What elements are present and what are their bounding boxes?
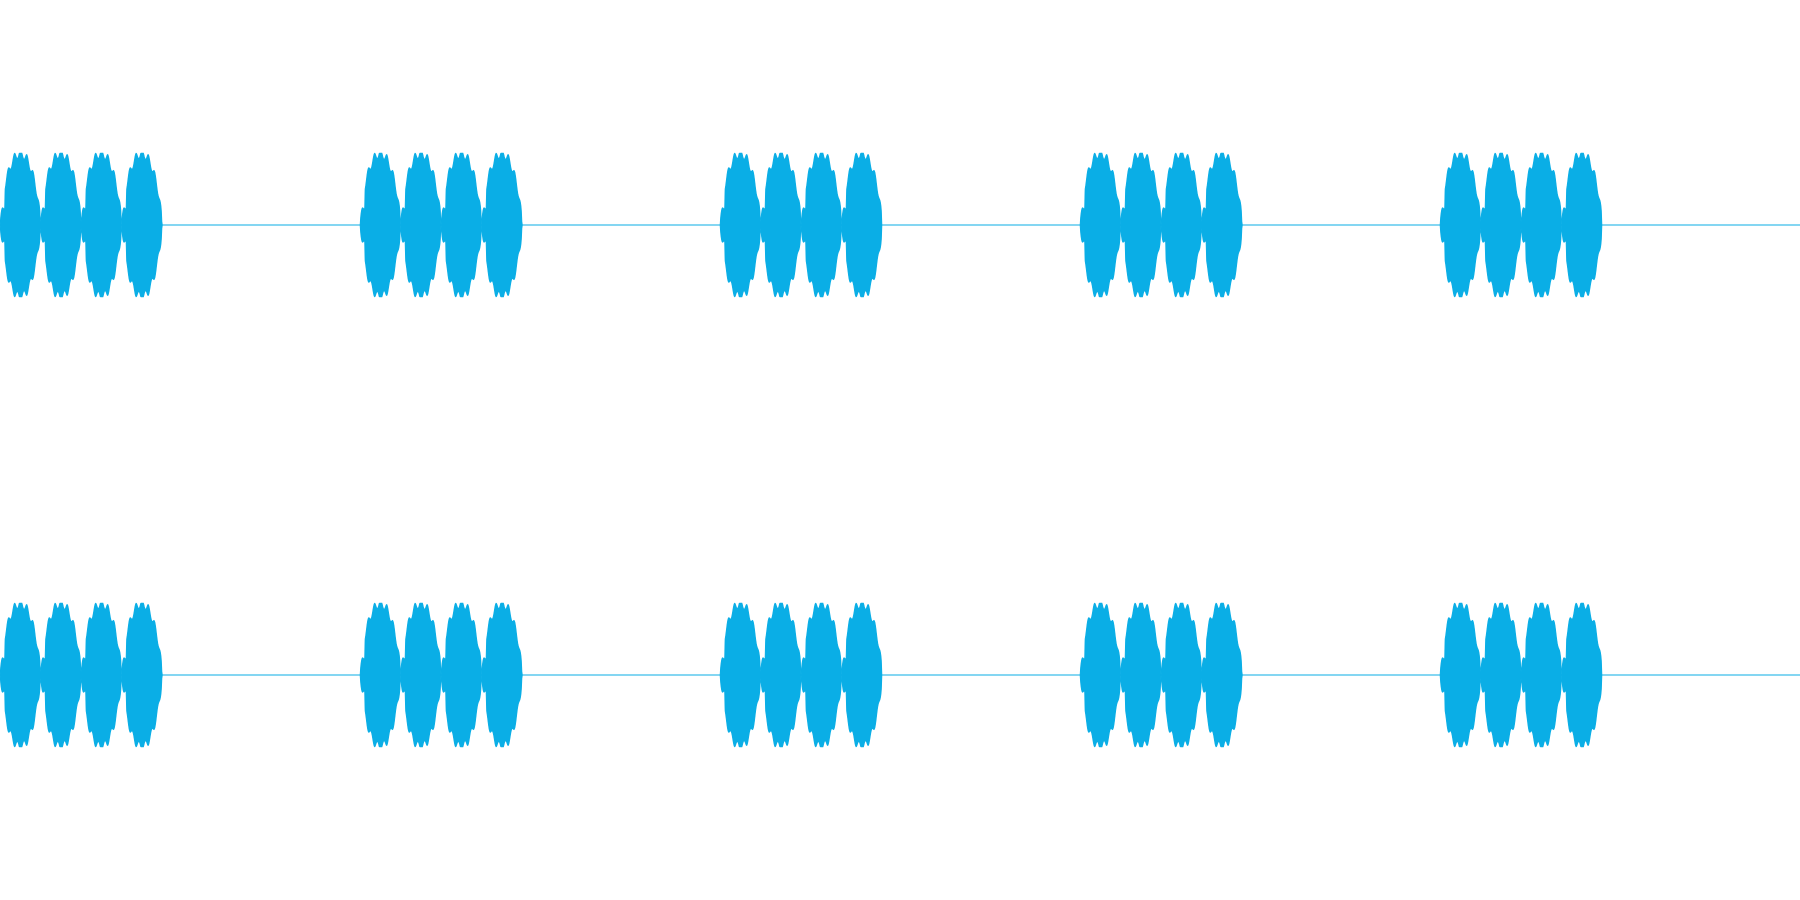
channel-2-envelope — [0, 602, 1800, 748]
channel-1-envelope — [0, 152, 1800, 298]
channel-2-waveform — [0, 602, 1800, 748]
channel-1-waveform — [0, 152, 1800, 298]
